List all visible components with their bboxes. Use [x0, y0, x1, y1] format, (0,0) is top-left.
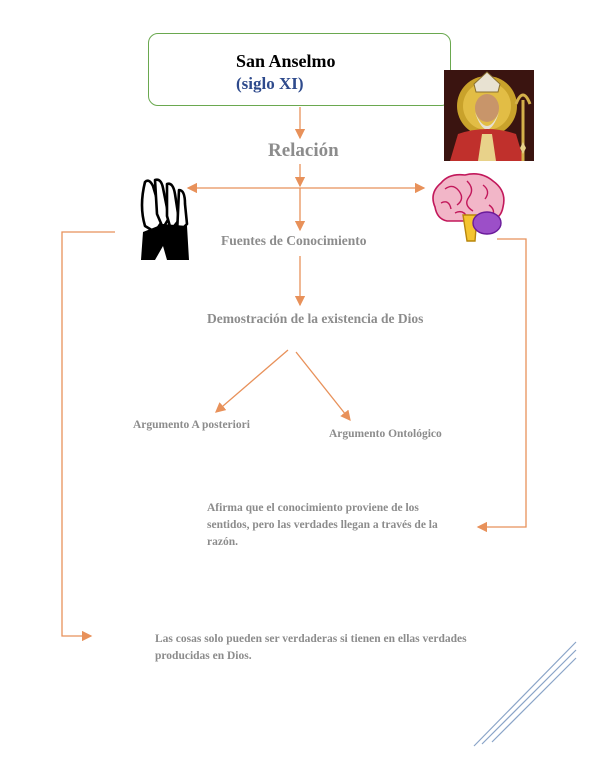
node-argumento-posteriori: Argumento A posteriori [133, 419, 250, 431]
praying-hands-icon [140, 178, 189, 260]
arrow-brain-to-afirma [476, 238, 527, 533]
arrow-to-posteriori [215, 349, 289, 413]
portrait-icon [444, 70, 534, 161]
title-text: San Anselmo [236, 51, 336, 71]
brain-icon [432, 173, 505, 242]
node-argumento-ontologico: Argumento Ontológico [329, 428, 442, 440]
node-fuentes: Fuentes de Conocimiento [221, 233, 367, 248]
arrow-to-ontologico [295, 351, 351, 422]
title-box [148, 33, 451, 106]
decorative-corner-lines [473, 641, 577, 747]
arrow-hands-to-cosas [61, 231, 115, 642]
node-cosas: Las cosas solo pueden ser verdaderas si … [155, 633, 467, 662]
subtitle-text: (siglo XI) [236, 74, 304, 93]
node-demostracion: Demostración de la existencia de Dios [207, 311, 424, 326]
relation-label: Relación [268, 140, 339, 161]
node-afirma: Afirma que el conocimiento proviene de l… [207, 502, 438, 548]
